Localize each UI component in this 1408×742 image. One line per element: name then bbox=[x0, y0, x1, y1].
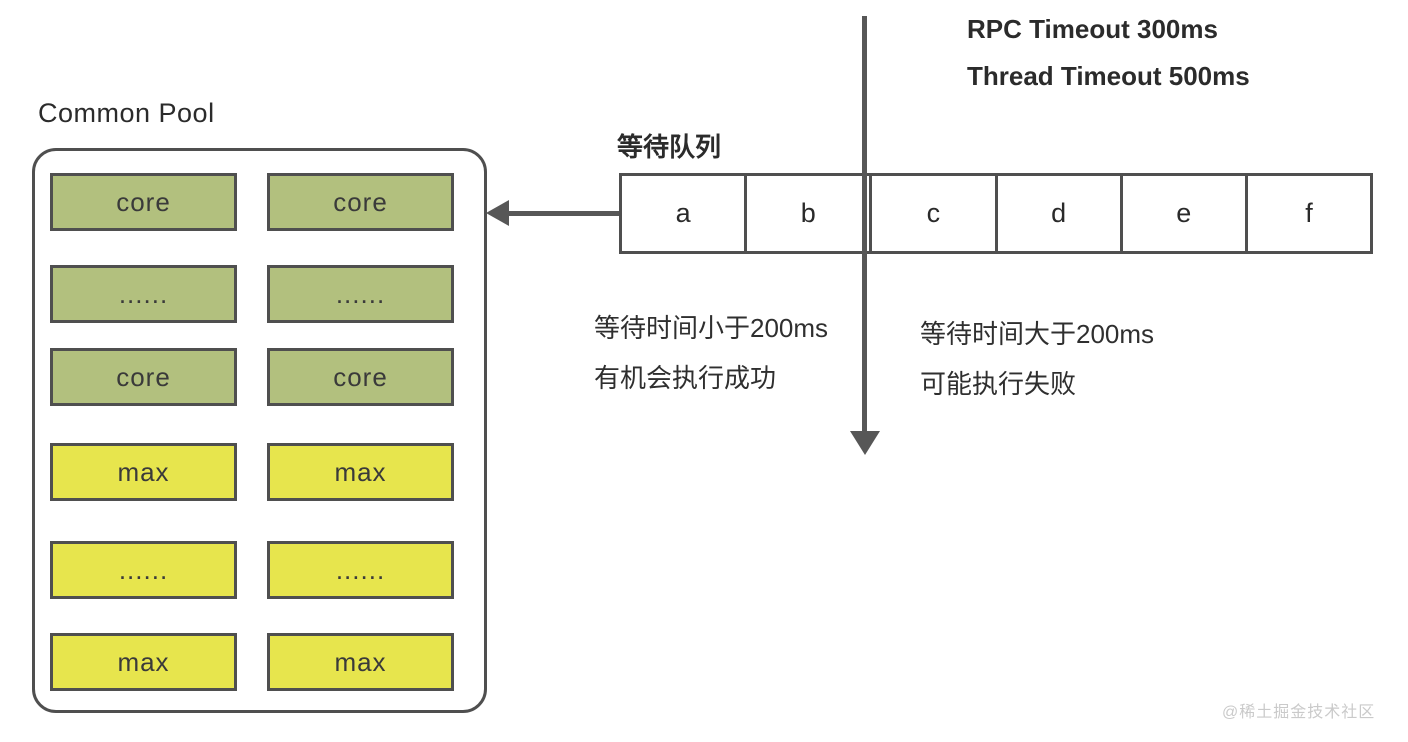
rpc-timeout-text: RPC Timeout 300ms bbox=[967, 14, 1218, 44]
thread-box-max: max bbox=[267, 443, 454, 501]
pool-row: core core bbox=[50, 348, 484, 406]
pool-row: ............ bbox=[50, 265, 484, 323]
down-arrowhead-icon bbox=[850, 431, 880, 455]
pool-row: core core bbox=[50, 173, 484, 231]
timeline-line bbox=[862, 16, 867, 432]
pool-row: ............ bbox=[50, 541, 484, 599]
queue-cell-a: a bbox=[622, 176, 745, 251]
common-pool-title: Common Pool bbox=[38, 98, 215, 128]
right-note-line2: 可能执行失败 bbox=[920, 369, 1077, 399]
left-note-line1: 等待时间小于200ms bbox=[594, 313, 829, 343]
thread-box-core: core bbox=[267, 173, 454, 231]
thread-box-core: core bbox=[50, 173, 237, 231]
right-note-line1: 等待时间大于200ms bbox=[920, 319, 1155, 349]
queue-to-pool-arrow-line bbox=[507, 211, 619, 216]
watermark: @稀土掘金技术社区 bbox=[1222, 704, 1376, 721]
thread-box-ellipsis: ...... bbox=[267, 265, 454, 323]
queue-cell-f: f bbox=[1244, 176, 1371, 251]
thread-box-core: core bbox=[267, 348, 454, 406]
thread-box-max: max bbox=[50, 633, 237, 691]
thread-box-max: max bbox=[267, 633, 454, 691]
thread-box-core: core bbox=[50, 348, 237, 406]
thread-box-max: max bbox=[50, 443, 237, 501]
wait-queue-label: 等待队列 bbox=[617, 132, 722, 162]
queue-cell-d: d bbox=[994, 176, 1120, 251]
queue-cell-e: e bbox=[1119, 176, 1245, 251]
thread-box-ellipsis: ...... bbox=[267, 541, 454, 599]
queue-cell-c: c bbox=[869, 176, 995, 251]
queue-cell-b: b bbox=[744, 176, 870, 251]
thread-box-ellipsis: ...... bbox=[50, 541, 237, 599]
left-arrowhead-icon bbox=[486, 200, 509, 226]
thread-box-ellipsis: ...... bbox=[50, 265, 237, 323]
left-note-line2: 有机会执行成功 bbox=[594, 363, 777, 393]
thread-timeout-text: Thread Timeout 500ms bbox=[967, 61, 1250, 91]
